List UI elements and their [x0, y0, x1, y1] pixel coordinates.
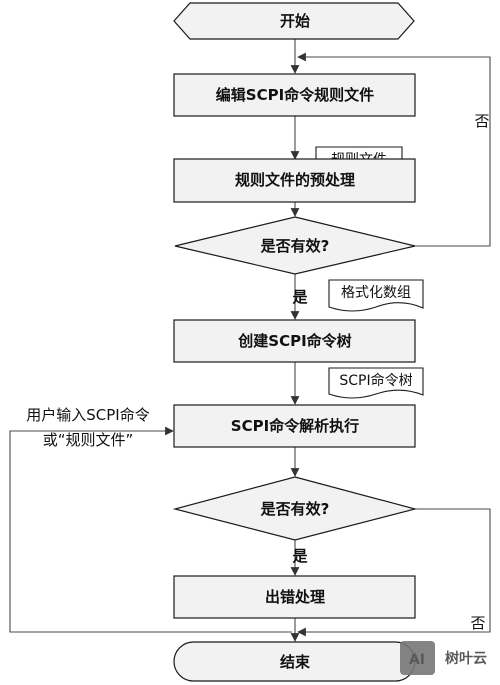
- edit-rules-label: 编辑SCPI命令规则文件: [216, 86, 374, 104]
- create-tree-box: [173, 319, 416, 363]
- end-label: 结束: [280, 653, 311, 671]
- no-label-1: 否: [474, 112, 489, 130]
- decision-valid-2: [172, 476, 418, 541]
- watermark-logo-text: AI: [409, 652, 425, 668]
- watermark-text: 树叶云: [445, 650, 487, 667]
- preprocess-label: 规则文件的预处理: [235, 171, 355, 189]
- command-tree-label: SCPI命令树: [339, 372, 412, 389]
- error-handling-label: 出错处理: [265, 588, 325, 606]
- loop-no-back-to-edit: [297, 52, 491, 247]
- parse-execute-box: [173, 404, 416, 448]
- user-input-label-line-2: 或“规则文件”: [43, 431, 134, 449]
- format-array-label: 格式化数组: [341, 285, 411, 301]
- command-tree-document: [328, 367, 424, 399]
- format-array-document: [328, 279, 424, 312]
- yes-label-2: 是: [291, 547, 308, 565]
- decision-valid-1: [174, 216, 416, 275]
- decision-valid-1-label: 是否有效?: [260, 237, 330, 255]
- parse-execute-label: SCPI命令解析执行: [231, 417, 359, 435]
- edit-rules-box: [173, 73, 416, 117]
- preprocess-box: [173, 158, 416, 203]
- yes-label-1: 是: [291, 288, 308, 306]
- watermark-logo: [400, 641, 435, 675]
- start-node: [173, 2, 415, 40]
- branch-no-to-end: [297, 508, 491, 637]
- no-label-2: 否: [470, 614, 485, 632]
- error-handling-box: [173, 575, 416, 619]
- user-input-loop-line: [9, 426, 292, 633]
- start-label: 开始: [280, 12, 310, 30]
- decision-valid-2-label: 是否有效?: [260, 500, 330, 518]
- user-input-label-line-1: 用户输入SCPI命令: [26, 406, 149, 424]
- create-tree-label: 创建SCPI命令树: [237, 332, 351, 350]
